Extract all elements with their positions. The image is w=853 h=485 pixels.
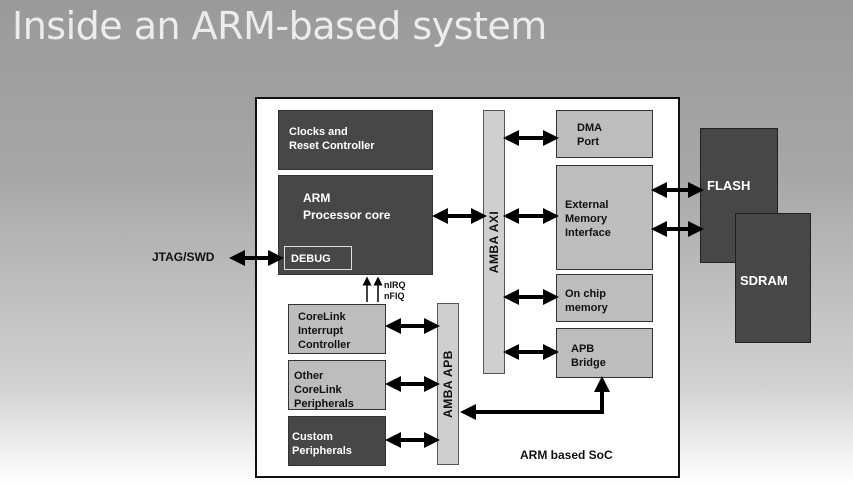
amba-axi-bus: AMBA AXI	[483, 110, 505, 374]
jtag-swd-label: JTAG/SWD	[152, 250, 215, 264]
dma-line-2: Port	[577, 136, 599, 148]
apb-bridge-block: APB Bridge	[556, 328, 653, 378]
debug-block: DEBUG	[284, 246, 352, 270]
dma-port-block: DMA Port	[556, 110, 653, 158]
onchip-line-2: memory	[565, 302, 608, 314]
other-corelink-line-2: CoreLink	[294, 384, 342, 396]
corelink-ic-line-2: Interrupt	[298, 325, 344, 337]
clocks-reset-controller-block: Clocks and Reset Controller	[278, 110, 433, 170]
sdram-label: SDRAM	[740, 273, 788, 288]
apb-bridge-line-1: APB	[571, 343, 595, 355]
corelink-interrupt-controller-block: CoreLink Interrupt Controller	[288, 304, 386, 354]
arm-line-2: Processor core	[303, 208, 391, 222]
onchip-line-1: On chip	[565, 288, 606, 300]
custom-line-1: Custom	[292, 431, 333, 443]
custom-line-2: Peripherals	[292, 445, 352, 457]
nirq-label: nIRQ	[384, 280, 406, 290]
other-corelink-line-1: Other	[294, 370, 324, 382]
dma-line-1: DMA	[577, 122, 603, 134]
custom-peripherals-block: Custom Peripherals	[288, 416, 386, 466]
ext-mem-line-2: Memory	[565, 213, 608, 225]
soc-label: ARM based SoC	[520, 448, 613, 462]
ext-mem-line-1: External	[565, 199, 609, 211]
clocks-line-1: Clocks and	[289, 126, 348, 138]
other-corelink-peripherals-block: Other CoreLink Peripherals	[288, 360, 386, 410]
slide-title: Inside an ARM-based system	[12, 4, 547, 48]
apb-bridge-line-2: Bridge	[571, 357, 606, 369]
arm-line-1: ARM	[303, 191, 331, 205]
other-corelink-line-3: Peripherals	[294, 398, 354, 410]
on-chip-memory-block: On chip memory	[556, 274, 653, 322]
apbbridge-apb-arrow	[460, 376, 610, 420]
nfiq-label: nFIQ	[384, 291, 405, 301]
sdram-block: SDRAM	[735, 213, 811, 343]
flash-label: FLASH	[707, 178, 751, 193]
debug-label: DEBUG	[291, 253, 331, 265]
corelink-ic-line-3: Controller	[298, 339, 351, 351]
corelink-ic-line-1: CoreLink	[298, 311, 346, 323]
clocks-line-2: Reset Controller	[289, 140, 375, 152]
external-memory-interface-block: External Memory Interface	[556, 165, 653, 270]
ext-mem-line-3: Interface	[565, 227, 611, 239]
